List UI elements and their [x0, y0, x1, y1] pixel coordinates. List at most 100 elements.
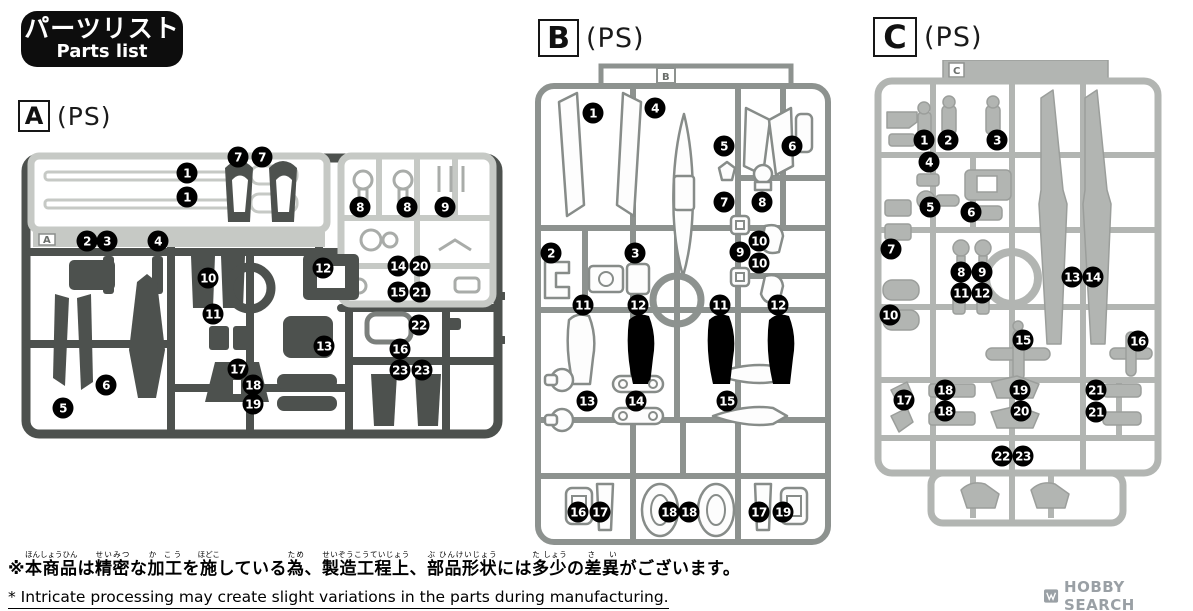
part-number-badge: 20: [1010, 400, 1032, 422]
part-number-badge: 10: [748, 252, 770, 274]
part-number-badge: 6: [960, 201, 982, 223]
part-number-badge: 2: [937, 129, 959, 151]
hobby-search-logo-icon: [1044, 589, 1059, 603]
runner-a-label: A (PS): [18, 100, 111, 132]
part-number-badge: 12: [767, 294, 789, 316]
part-number-badge: 4: [918, 151, 940, 173]
runner-a-gate-tag: A: [43, 235, 51, 246]
part-number-badge: 1: [176, 162, 198, 184]
part-number-badge: 8: [396, 196, 418, 218]
part-number-badge: 23: [411, 359, 433, 381]
part-number-badge: 7: [251, 146, 273, 168]
part-number-badge: 5: [919, 196, 941, 218]
parts-list-title-jp: パーツリスト: [24, 14, 180, 43]
part-number-badge: 7: [713, 191, 735, 213]
part-number-badge: 23: [1012, 445, 1034, 467]
part-number-badge: 11: [572, 294, 594, 316]
part-number-badge: 11: [709, 294, 731, 316]
part-number-badge: 16: [1127, 330, 1149, 352]
runner-b-material: (PS): [586, 22, 645, 54]
runner-c-material: (PS): [924, 21, 983, 53]
part-number-badge: 2: [540, 242, 562, 264]
part-number-badge: 14: [1082, 266, 1104, 288]
part-number-badge: 1: [176, 186, 198, 208]
runner-a: A: [19, 146, 505, 442]
part-number-badge: 14: [387, 255, 409, 277]
runner-b-label: B (PS): [538, 19, 645, 57]
part-number-badge: 6: [95, 374, 117, 396]
part-number-badge: 17: [893, 389, 915, 411]
part-number-badge: 18: [934, 379, 956, 401]
part-number-badge: 8: [950, 261, 972, 283]
parts-list-header: パーツリスト Parts list: [22, 12, 182, 66]
en-disclaimer-text: * Intricate processing may create slight…: [8, 588, 669, 609]
en-disclaimer: * Intricate processing may create slight…: [8, 588, 669, 609]
part-number-badge: 18: [658, 501, 680, 523]
part-number-badge: 17: [227, 358, 249, 380]
part-number-badge: 22: [408, 314, 430, 336]
part-number-badge: 12: [312, 257, 334, 279]
part-number-badge: 9: [971, 261, 993, 283]
part-number-badge: 9: [729, 241, 751, 263]
runner-c-label: C (PS): [873, 17, 983, 57]
part-number-badge: 7: [227, 146, 249, 168]
part-number-badge: 18: [934, 400, 956, 422]
hobby-search-watermark: HOBBY SEARCH: [1044, 578, 1193, 611]
part-number-badge: 3: [624, 242, 646, 264]
part-number-badge: 15: [1012, 329, 1034, 351]
part-number-badge: 17: [748, 501, 770, 523]
part-number-badge: 10: [879, 304, 901, 326]
part-number-badge: 9: [434, 196, 456, 218]
runner-a-material: (PS): [57, 101, 112, 131]
part-number-badge: 11: [202, 303, 224, 325]
part-number-badge: 8: [751, 191, 773, 213]
part-number-badge: 7: [880, 238, 902, 260]
part-number-badge: 19: [1009, 379, 1031, 401]
part-number-badge: 10: [197, 267, 219, 289]
part-number-badge: 6: [781, 135, 803, 157]
part-number-badge: 18: [678, 501, 700, 523]
runner-b-sprue-graphic: B: [535, 63, 831, 545]
part-number-badge: 18: [242, 374, 264, 396]
part-number-badge: 15: [387, 281, 409, 303]
part-number-badge: 10: [748, 230, 770, 252]
part-number-badge: 17: [589, 501, 611, 523]
parts-list-title-en: Parts list: [56, 41, 148, 62]
part-number-badge: 15: [716, 390, 738, 412]
part-number-badge: 12: [627, 294, 649, 316]
part-number-badge: 21: [1085, 401, 1107, 423]
part-number-badge: 5: [52, 397, 74, 419]
runner-c: C: [873, 60, 1163, 530]
part-number-badge: 14: [625, 390, 647, 412]
part-number-badge: 13: [1061, 266, 1083, 288]
hobby-search-brand: HOBBY SEARCH: [1064, 578, 1135, 611]
runner-b: B: [533, 58, 833, 548]
part-number-badge: 4: [644, 97, 666, 119]
part-number-badge: 21: [1085, 379, 1107, 401]
part-number-badge: 1: [582, 102, 604, 124]
part-number-badge: 8: [349, 196, 371, 218]
part-number-badge: 13: [576, 390, 598, 412]
part-number-badge: 16: [389, 338, 411, 360]
part-number-badge: 13: [313, 335, 335, 357]
part-number-badge: 11: [950, 282, 972, 304]
part-number-badge: 22: [991, 445, 1013, 467]
part-number-badge: 4: [147, 230, 169, 252]
part-number-badge: 5: [713, 135, 735, 157]
part-number-badge: 16: [567, 501, 589, 523]
part-number-badge: 2: [76, 230, 98, 252]
part-number-badge: 19: [242, 393, 264, 415]
runner-c-gate-tag: C: [953, 66, 960, 77]
part-number-badge: 1: [913, 129, 935, 151]
part-number-badge: 12: [971, 282, 993, 304]
jp-disclaimer: ※本商品ほんしょうひんは精密せいみつな加工か こうを施ほどこしている為ため、製造…: [8, 550, 741, 579]
part-number-badge: 3: [986, 129, 1008, 151]
part-number-badge: 23: [389, 359, 411, 381]
runner-c-letter: C: [873, 17, 917, 57]
runner-b-gate-tag: B: [662, 72, 670, 83]
part-number-badge: 19: [772, 501, 794, 523]
runner-a-letter: A: [18, 100, 50, 132]
